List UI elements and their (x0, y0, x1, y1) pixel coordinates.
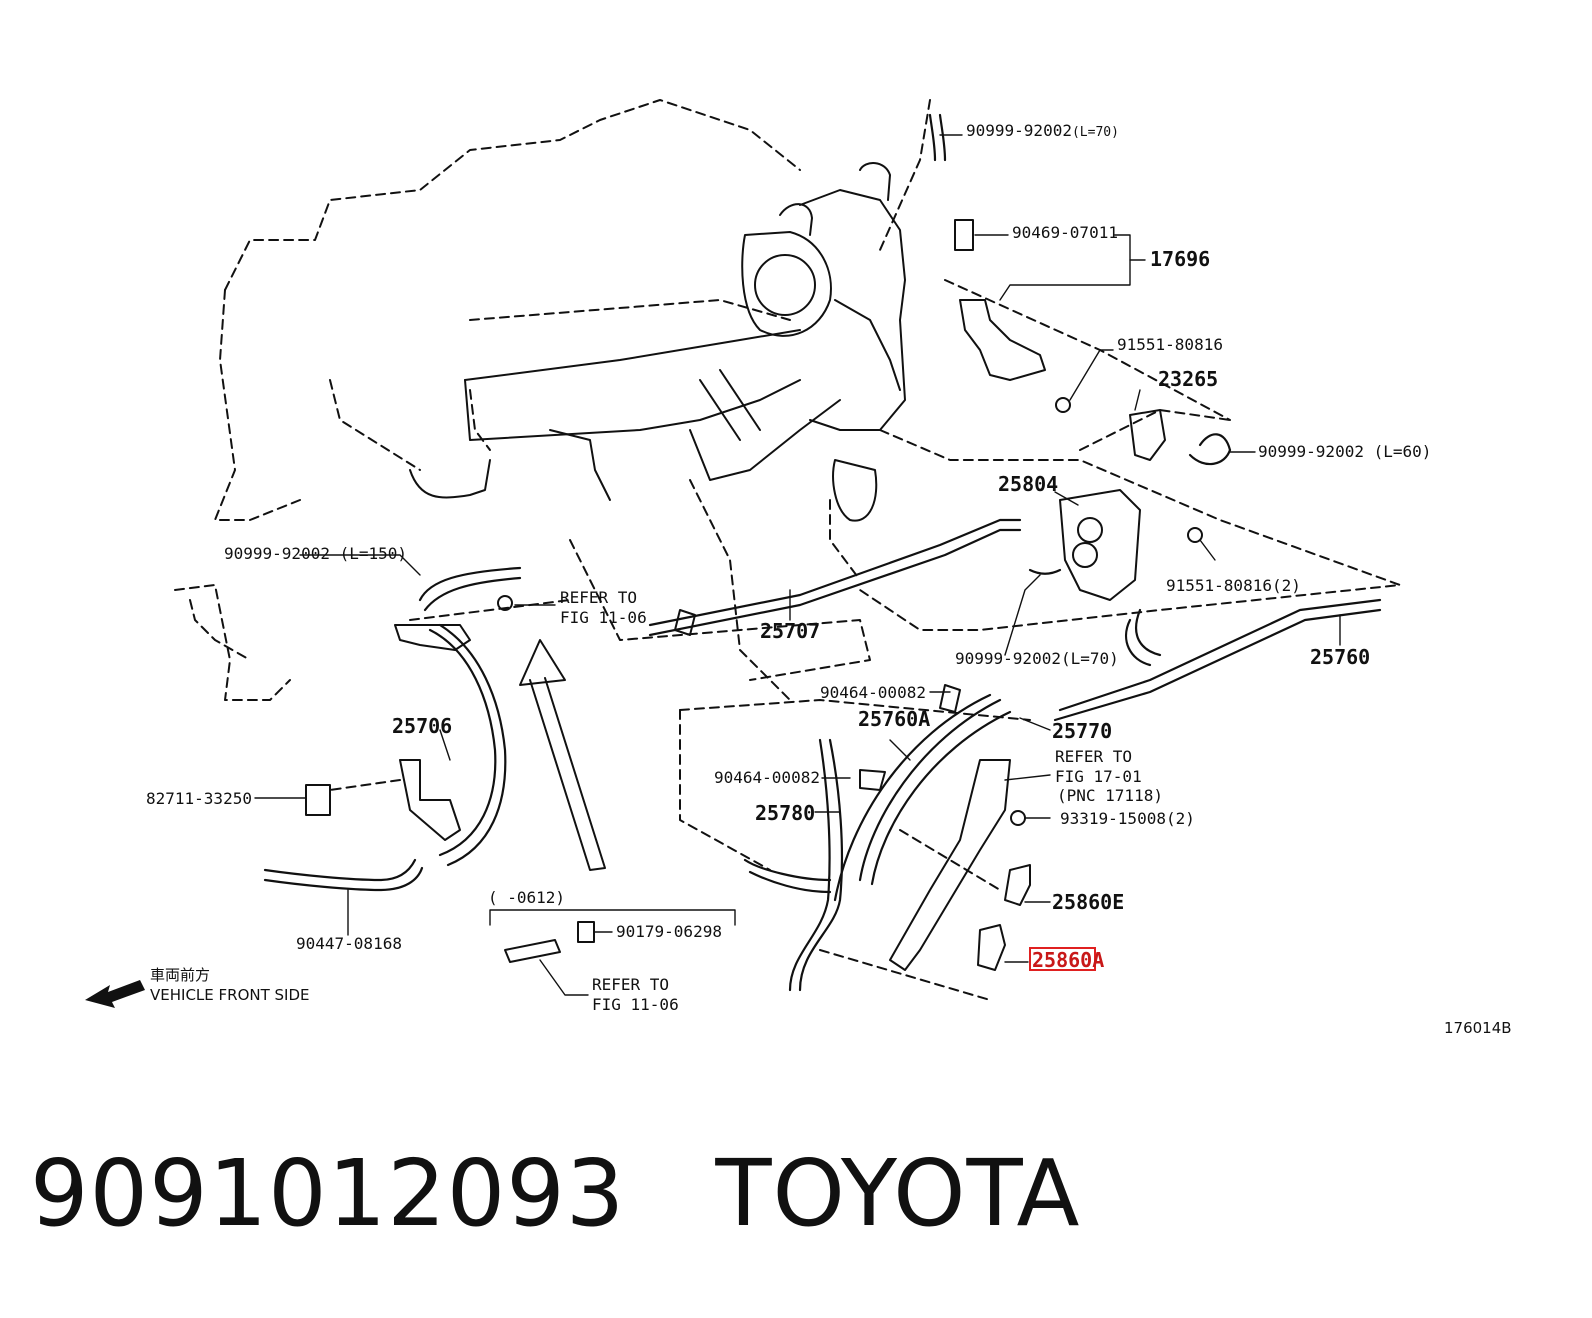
refer-to-fig-17-01-pnc: (PNC 17118) (1057, 786, 1163, 805)
highlight-box (1029, 947, 1096, 971)
label-90464-00082-upper[interactable]: 90464-00082 (820, 683, 926, 702)
label-25860e[interactable]: 25860E (1052, 890, 1124, 914)
label-25760a[interactable]: 25760A (858, 707, 930, 731)
label-90999-92002-l70[interactable]: 90999-92002(L=70) (966, 121, 1119, 140)
vehicle-front-label-jp: 車両前方 (150, 966, 210, 984)
refer-to-fig-11-06-lower-line2[interactable]: FIG 11-06 (592, 995, 679, 1014)
part-footer: 9091012093 TOYOTA (30, 1140, 1171, 1247)
refer-to-fig-17-01-line2[interactable]: FIG 17-01 (1055, 767, 1142, 786)
label-25770[interactable]: 25770 (1052, 719, 1112, 743)
engine-body-drawing (409, 162, 906, 522)
label-25860a-highlighted[interactable]: 25860A (1032, 948, 1104, 972)
footer-part-number: 9091012093 (30, 1140, 626, 1247)
label-90447-08168[interactable]: 90447-08168 (296, 934, 402, 953)
label-25706[interactable]: 25706 (392, 714, 452, 738)
vehicle-front-label-en: VEHICLE FRONT SIDE (150, 986, 310, 1004)
engine-block-drawing (174, 99, 1401, 1001)
refer-to-fig-17-01-line1: REFER TO (1055, 747, 1132, 766)
label-90179-06298[interactable]: 90179-06298 (616, 922, 722, 941)
label-25804[interactable]: 25804 (998, 472, 1058, 496)
label-93319-15008-2[interactable]: 93319-15008(2) (1060, 809, 1195, 828)
refer-to-fig-11-06-line1: REFER TO (560, 588, 637, 607)
components-drawing (305, 219, 1203, 971)
date-range-note: ( -0612) (488, 888, 565, 907)
vehicle-front-arrow-icon (85, 980, 145, 1008)
leader-lines (254, 134, 1341, 996)
refer-to-fig-11-06-lower-line1: REFER TO (592, 975, 669, 994)
label-82711-33250[interactable]: 82711-33250 (146, 789, 252, 808)
label-17696[interactable]: 17696 (1150, 247, 1210, 271)
label-25707[interactable]: 25707 (760, 619, 820, 643)
direction-arrow-drawing (519, 639, 606, 871)
footer-brand: TOYOTA (715, 1140, 1081, 1247)
label-91551-80816-2[interactable]: 91551-80816(2) (1166, 576, 1301, 595)
label-90469-07011[interactable]: 90469-07011 (1012, 223, 1118, 242)
label-23265[interactable]: 23265 (1158, 367, 1218, 391)
refer-to-fig-11-06-line2[interactable]: FIG 11-06 (560, 608, 647, 627)
label-25760[interactable]: 25760 (1310, 645, 1370, 669)
label-90999-92002-l150[interactable]: 90999-92002 (L=150) (224, 544, 407, 563)
hoses-and-pipes-drawing (263, 113, 1382, 992)
label-90464-00082-lower[interactable]: 90464-00082 (714, 768, 820, 787)
label-25780[interactable]: 25780 (755, 801, 815, 825)
figure-id: 176014B (1444, 1019, 1512, 1037)
label-90999-92002-l60[interactable]: 90999-92002 (L=60) (1258, 442, 1431, 461)
label-91551-80816[interactable]: 91551-80816 (1117, 335, 1223, 354)
label-90999-92002-l70-lower[interactable]: 90999-92002(L=70) (955, 649, 1119, 668)
